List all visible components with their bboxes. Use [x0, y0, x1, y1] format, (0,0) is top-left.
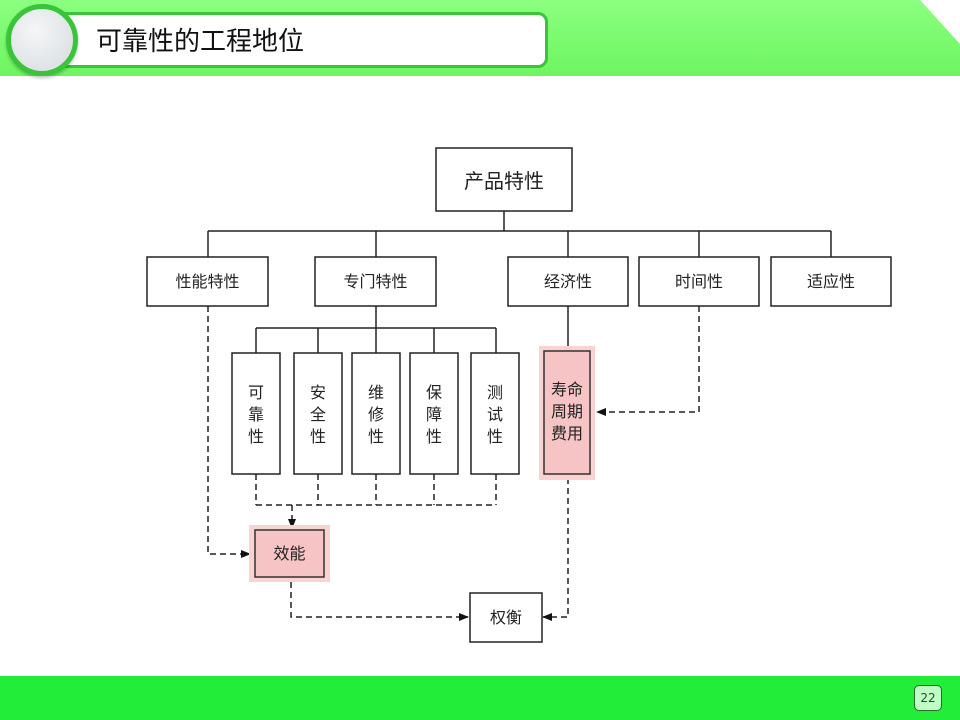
trait-label: 安全性: [310, 383, 326, 446]
tradeoff-node: 权衡: [469, 592, 543, 643]
svg-text:经济性: 经济性: [544, 272, 592, 291]
svg-text:寿命周期费用: 寿命周期费用: [551, 380, 583, 443]
header-page-fold: [920, 0, 960, 44]
lifecycle-cost-node: 寿命周期费用: [539, 346, 595, 480]
special-trait-nodes: 可靠性 安全性 维修性 保障性 测试性: [231, 352, 520, 475]
trait-box-reliability: [231, 352, 281, 475]
title-circle-ornament: [6, 4, 78, 76]
level1-node-adaptability: 适应性: [770, 256, 892, 307]
page-number: 22: [914, 685, 942, 711]
svg-text:性能特性: 性能特性: [175, 272, 239, 291]
dashed-connectors: [207, 306, 700, 621]
trait-box-maintainability: [351, 352, 401, 475]
svg-text:时间性: 时间性: [675, 272, 723, 291]
trait-box-testability: [470, 352, 520, 475]
tradeoff-label: 权衡: [490, 608, 522, 627]
level1-node-special: 专门特性: [314, 256, 437, 307]
level1-node-time: 时间性: [638, 256, 760, 307]
root-node: 产品特性: [435, 147, 573, 212]
svg-text:专门特性: 专门特性: [343, 272, 407, 291]
trait-label: 保障性: [426, 383, 442, 446]
trait-box-safety: [293, 352, 343, 475]
svg-text:适应性: 适应性: [807, 272, 855, 291]
level1-node-economy: 经济性: [507, 256, 629, 307]
slide-title: 可靠性的工程地位: [96, 27, 305, 57]
effectiveness-label: 效能: [273, 544, 305, 563]
trait-box-supportability: [409, 352, 459, 475]
root-node-label: 产品特性: [464, 169, 544, 193]
effectiveness-node: 效能: [249, 525, 330, 582]
footer-band: [0, 676, 960, 720]
tree-connectors: [207, 211, 832, 353]
trait-label: 维修性: [368, 383, 384, 446]
level1-node-performance: 性能特性: [146, 256, 269, 307]
trait-label: 测试性: [487, 383, 503, 446]
lifecycle-cost-label: 寿命周期费用: [551, 380, 583, 443]
trait-label: 可靠性: [248, 383, 264, 446]
